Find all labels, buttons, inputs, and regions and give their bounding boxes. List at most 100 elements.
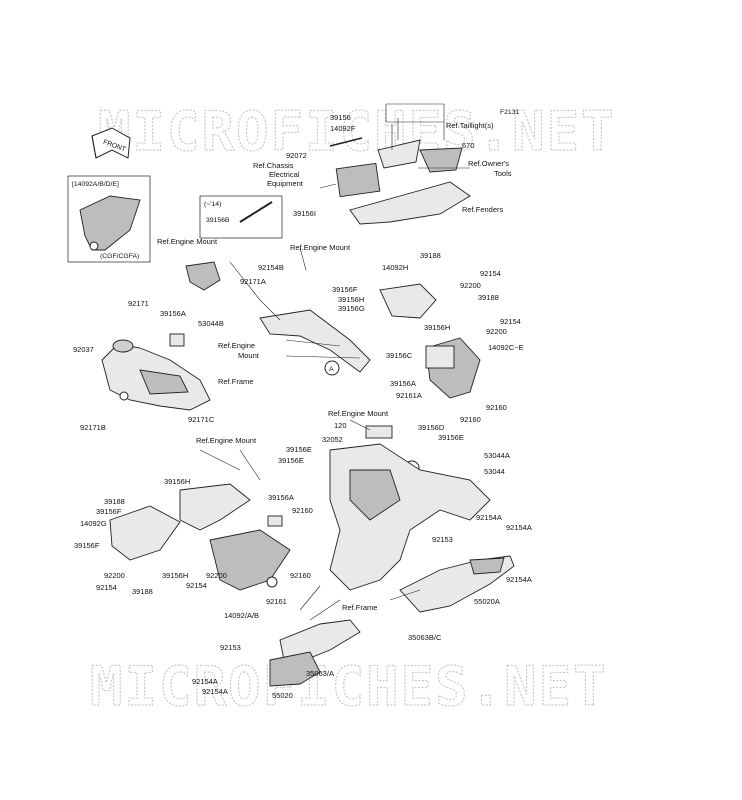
ref-owners-tools-1: Ref.Owner's: [468, 159, 509, 168]
part-670: 670: [462, 141, 475, 150]
ref-chassis-2: Electrical: [269, 170, 300, 179]
left-upper-bracket: [169, 261, 221, 347]
watermark-top: MICROFICHES.NET: [98, 100, 616, 163]
part-14092CE: 14092C~E: [488, 343, 524, 352]
part-92154-r2: 92154: [500, 317, 521, 326]
part-32052: 32052: [322, 435, 343, 444]
part-92072: 92072: [286, 151, 307, 160]
part-39156H-r: 39156H: [424, 323, 450, 332]
part-92153-b: 92153: [220, 643, 241, 652]
ref-frame-1: Ref.Frame: [218, 377, 253, 386]
inset-left-header: [14092A/B/D/E]: [72, 181, 119, 188]
part-92037: 92037: [73, 345, 94, 354]
part-92154A-b1: 92154A: [192, 677, 218, 686]
left-lower-bracket: [109, 483, 291, 591]
part-53044: 53044: [484, 467, 505, 476]
lower-footrest-assembly: [269, 619, 361, 687]
part-55020A: 55020A: [474, 597, 500, 606]
rear-fender-assembly: [329, 118, 471, 225]
mid-linkage: [259, 283, 481, 399]
part-39156F-l1: 39156F: [96, 507, 122, 516]
ref-frame-2: Ref.Frame: [342, 603, 377, 612]
svg-text:A: A: [329, 366, 334, 373]
front-arrow-icon: FRONT: [91, 127, 131, 159]
part-14092F: 14092F: [330, 124, 356, 133]
part-39188-l1: 39188: [104, 497, 125, 506]
ref-engine-mount-3a: Ref.Engine: [218, 341, 255, 350]
part-35063A: 35063/A: [306, 669, 334, 678]
part-92160-m2: 92160: [290, 571, 311, 580]
part-14092AB: 14092/A/B: [224, 611, 259, 620]
part-39156F-top: 39156F: [332, 285, 358, 294]
part-92200-m: 92200: [206, 571, 227, 580]
part-39156G: 39156G: [338, 304, 365, 313]
part-92171C: 92171C: [188, 415, 215, 424]
part-39156F-l2: 39156F: [74, 541, 100, 550]
part-92154A-b2: 92154A: [202, 687, 228, 696]
right-footrest-assembly: [399, 555, 515, 613]
ref-taillight: Ref.Taillight(s): [446, 121, 494, 130]
part-92160-r1: 92160: [486, 403, 507, 412]
ref-chassis-3: Equipment: [267, 179, 304, 188]
ref-engine-mount-3b: Mount: [238, 351, 260, 360]
ref-engine-mount-2: Ref.Engine Mount: [290, 243, 351, 252]
part-39156A-right: 39156A: [390, 379, 416, 388]
part-92154-r1: 92154: [480, 269, 501, 278]
part-55020: 55020: [272, 691, 293, 700]
part-92200-l: 92200: [104, 571, 125, 580]
part-39156E-l1: 39156E: [286, 445, 312, 454]
ref-owners-tools-2: Tools: [494, 169, 512, 178]
watermark-bottom: MICROFICHES.NET: [90, 655, 608, 718]
leader-lines: [199, 103, 470, 621]
part-39156D: 39156D: [418, 423, 445, 432]
part-92171B: 92171B: [80, 423, 106, 432]
ref-engine-mount-4: Ref.Engine Mount: [328, 409, 389, 418]
part-39156E-r: 39156E: [438, 433, 464, 442]
part-92160-r2: 92160: [460, 415, 481, 424]
figure-code: F2131: [500, 109, 519, 116]
front-frame-part: [101, 339, 211, 411]
part-92154A-2: 92154A: [506, 523, 532, 532]
part-39188-l2: 39188: [132, 587, 153, 596]
ref-chassis-1: Ref.Chassis: [253, 161, 294, 170]
part-92161A: 92161A: [396, 391, 422, 400]
part-53044A: 53044A: [484, 451, 510, 460]
part-92171A: 92171A: [240, 277, 266, 286]
part-39156A-left: 39156A: [160, 309, 186, 318]
part-39156H-l2: 39156H: [162, 571, 188, 580]
part-35063BC: 35063B/C: [408, 633, 442, 642]
part-39156E-l2: 39156E: [278, 456, 304, 465]
part-39156H-l: 39156H: [164, 477, 190, 486]
part-14092H: 14092H: [382, 263, 408, 272]
part-39188-top: 39188: [420, 251, 441, 260]
part-92154A-3: 92154A: [506, 575, 532, 584]
part-92154A-1: 92154A: [476, 513, 502, 522]
part-39156I: 39156I: [293, 209, 316, 218]
part-92171: 92171: [128, 299, 149, 308]
part-92161: 92161: [266, 597, 287, 606]
ref-fenders: Ref.Fenders: [462, 205, 504, 214]
part-53044B: 53044B: [198, 319, 224, 328]
inset-left-footer: (CGF/CGFA): [100, 253, 139, 260]
main-frame: [329, 425, 491, 591]
part-92200-r1: 92200: [460, 281, 481, 290]
ref-engine-mount-1: Ref.Engine Mount: [157, 237, 218, 246]
part-92154-l: 92154: [96, 583, 117, 592]
part-92154B: 92154B: [258, 263, 284, 272]
inset-year-part: 39156B: [206, 217, 230, 224]
part-14092G: 14092G: [80, 519, 107, 528]
inset-left: [14092A/B/D/E] (CGF/CGFA): [67, 175, 151, 263]
part-92154-m: 92154: [186, 581, 207, 590]
part-39188-r: 39188: [478, 293, 499, 302]
inset-year: (~'14) 39156B: [199, 195, 283, 239]
inset-year-header: (~'14): [204, 201, 221, 208]
ref-engine-mount-5: Ref.Engine Mount: [196, 436, 257, 445]
part-39156-top: 39156: [330, 113, 351, 122]
marker-a-top: A: [324, 360, 340, 376]
part-92160-m1: 92160: [292, 506, 313, 515]
part-39156A-m: 39156A: [268, 493, 294, 502]
part-39156C: 39156C: [386, 351, 413, 360]
part-92153-r: 92153: [432, 535, 453, 544]
part-92200-r2: 92200: [486, 327, 507, 336]
